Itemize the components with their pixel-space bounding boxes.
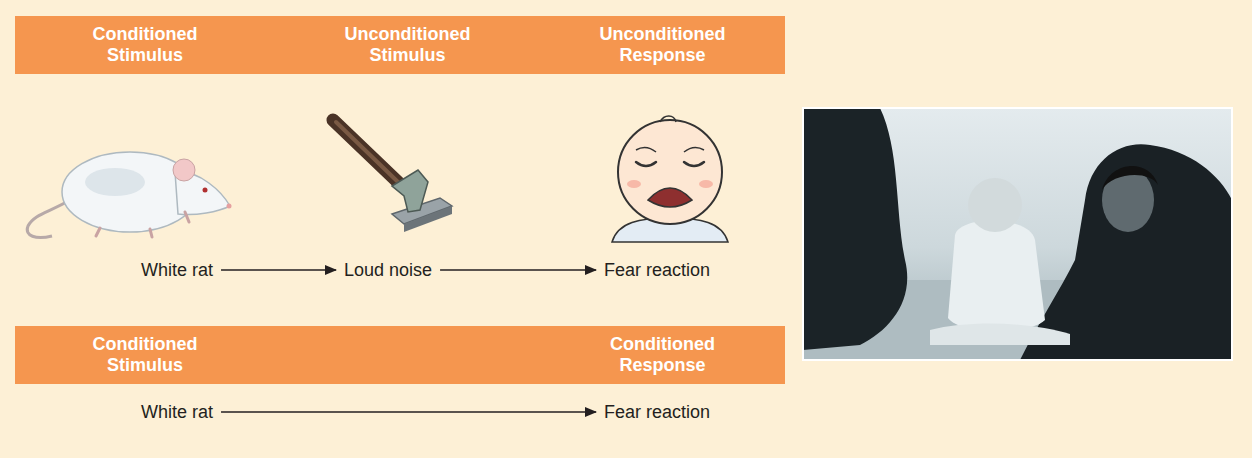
rat-feet: [96, 212, 189, 237]
rat-shading: [85, 168, 145, 196]
stimulus-label: White rat: [135, 398, 219, 426]
header-band-cell: Conditioned Stimulus: [15, 326, 275, 384]
column-heading: Unconditioned Response: [588, 24, 738, 66]
photo-man-hair: [1102, 166, 1158, 190]
white-rat: [27, 152, 231, 238]
baby-mouth: [648, 188, 692, 207]
crying-baby: [612, 116, 728, 242]
photo-baby-body: [948, 221, 1045, 331]
hammer-and-bar: [333, 120, 452, 232]
baby-hair: [660, 116, 676, 122]
header-band-cell: Conditioned Response: [540, 326, 785, 384]
arrow-connector: [440, 269, 596, 271]
photo-baby-head: [968, 178, 1022, 232]
hammer-handle: [333, 120, 402, 186]
column-heading: Conditioned Stimulus: [70, 334, 220, 376]
rat-ear: [173, 159, 195, 181]
arrow-connector: [221, 269, 336, 271]
handle-highlight: [336, 122, 398, 182]
photo-blanket: [930, 324, 1070, 345]
column-heading: Unconditioned Stimulus: [333, 24, 483, 66]
item-text: Loud noise: [344, 260, 432, 280]
photo: [803, 108, 1232, 360]
stimulus-label: Loud noise: [338, 256, 438, 284]
rat-nose: [227, 204, 232, 209]
item-text: White rat: [141, 402, 213, 422]
hammer-head: [392, 170, 428, 212]
baby-head: [618, 120, 722, 224]
stimulus-label: White rat: [135, 256, 219, 284]
photo-man: [1020, 144, 1232, 360]
column-heading: Conditioned Stimulus: [70, 24, 220, 66]
baby-cheek: [699, 180, 713, 188]
baby-brows: [636, 147, 704, 152]
stimulus-label: Fear reaction: [598, 398, 716, 426]
item-text: Fear reaction: [604, 402, 710, 422]
header-band-cell: Unconditioned Response: [540, 16, 785, 74]
item-text: White rat: [141, 260, 213, 280]
baby-eyes: [636, 162, 704, 166]
header-band: [15, 16, 785, 74]
arrow-connector: [221, 411, 596, 413]
baby-cheek: [627, 180, 641, 188]
rat-eye: [203, 188, 208, 193]
photo-woman: [803, 108, 907, 350]
stimulus-label: Fear reaction: [598, 256, 716, 284]
header-band-cell: Conditioned Stimulus: [15, 16, 275, 74]
rat-tail: [27, 200, 70, 238]
header-band-cell: Unconditioned Stimulus: [275, 16, 540, 74]
item-text: Fear reaction: [604, 260, 710, 280]
header-band: [15, 326, 785, 384]
photo-ground: [803, 108, 1232, 360]
photo-border: [803, 108, 1232, 360]
column-heading: Conditioned Response: [588, 334, 738, 376]
